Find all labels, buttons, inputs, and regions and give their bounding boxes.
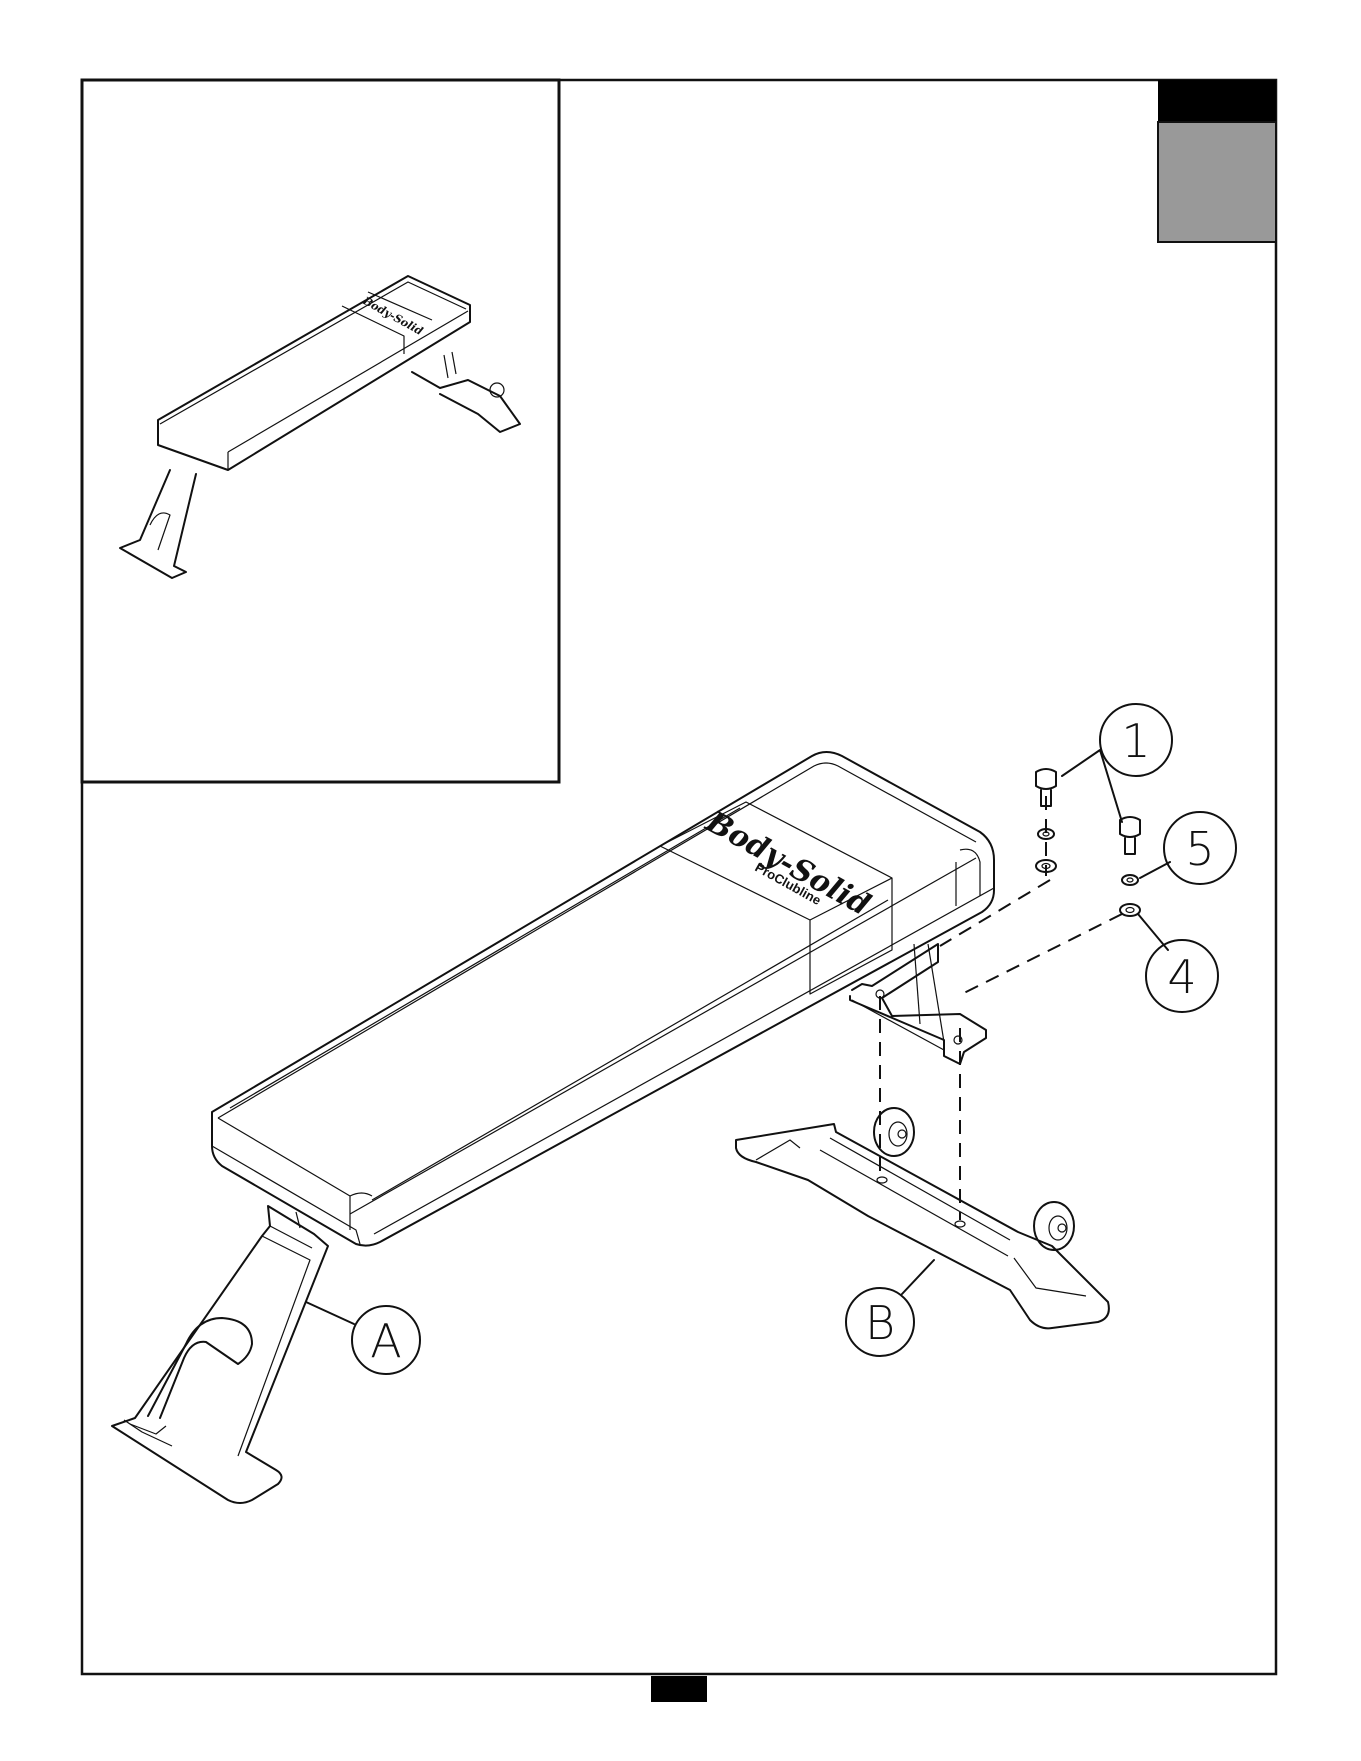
flat-washer-right: [1120, 904, 1140, 916]
page-number-tab: [651, 1676, 707, 1702]
step-tab-gray: [1158, 122, 1276, 242]
wheel-rear: [1034, 1202, 1074, 1250]
lock-washer-right: [1122, 875, 1138, 885]
callout-5-label: 5: [1185, 822, 1214, 876]
step-tab-black: [1158, 80, 1276, 122]
callout-1-label: 1: [1121, 714, 1150, 768]
hardware: [1036, 769, 1140, 916]
callout-1: 1: [1062, 704, 1172, 822]
step-tab: [1158, 80, 1276, 242]
rear-base-b: [736, 1108, 1109, 1328]
callout-5: 5: [1140, 812, 1236, 884]
callout-b: B: [846, 1260, 934, 1356]
callout-4: 4: [1138, 914, 1218, 1012]
bench-pad: Body-Solid ProClubline: [212, 752, 994, 1246]
callout-4-label: 4: [1167, 950, 1196, 1004]
main-logo-script: Body-Solid: [699, 804, 876, 923]
inset-bench-illustration: Body-Solid: [120, 276, 520, 578]
alignment-lines: [880, 796, 1122, 1220]
front-leg-a: [112, 1206, 328, 1503]
callout-a: A: [306, 1302, 420, 1374]
callout-a-label: A: [370, 1314, 401, 1368]
bolt-right: [1120, 817, 1140, 854]
page-frame: [82, 80, 1276, 1674]
callout-b-label: B: [865, 1296, 895, 1350]
inset-logo: Body-Solid: [360, 294, 426, 338]
inset-preview-frame: [82, 80, 559, 782]
